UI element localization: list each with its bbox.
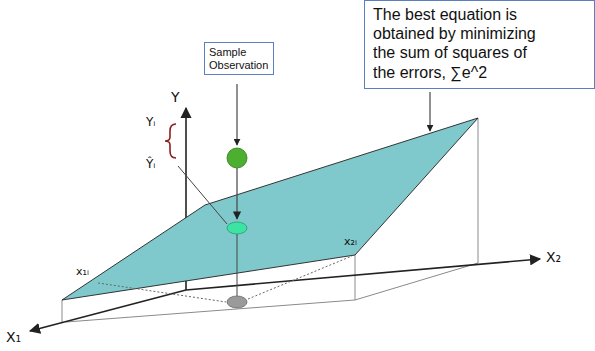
x2-projection xyxy=(248,256,352,299)
axis-label: X₂ xyxy=(546,250,561,265)
error-bracket xyxy=(165,124,176,158)
fitted-value-line xyxy=(178,166,227,224)
box-wireframe xyxy=(62,118,478,322)
point-label: Yᵢ xyxy=(146,116,155,129)
axes xyxy=(30,108,540,331)
leader-line xyxy=(430,92,431,131)
note-text: Sample Observation xyxy=(209,46,269,71)
point-label: Ŷᵢ xyxy=(146,158,155,171)
regression-plane xyxy=(62,118,478,300)
axis-label: Y xyxy=(171,90,180,105)
callout-box: Sample Observation xyxy=(204,42,274,75)
fitted-point xyxy=(227,222,247,234)
vertical-drop xyxy=(237,234,238,296)
point-label: x₂ᵢ xyxy=(344,236,357,248)
axis-label: X₁ xyxy=(6,330,21,345)
base-point xyxy=(227,296,247,308)
note-box: The best equation is obtained by minimiz… xyxy=(364,0,595,89)
error-line xyxy=(236,168,237,219)
sample-observation-point xyxy=(227,148,247,168)
note-text: The best equation is obtained by minimiz… xyxy=(373,5,546,82)
point-label: x₁ᵢ xyxy=(76,266,89,278)
leader-line xyxy=(237,84,238,145)
x1-projection xyxy=(98,283,226,302)
